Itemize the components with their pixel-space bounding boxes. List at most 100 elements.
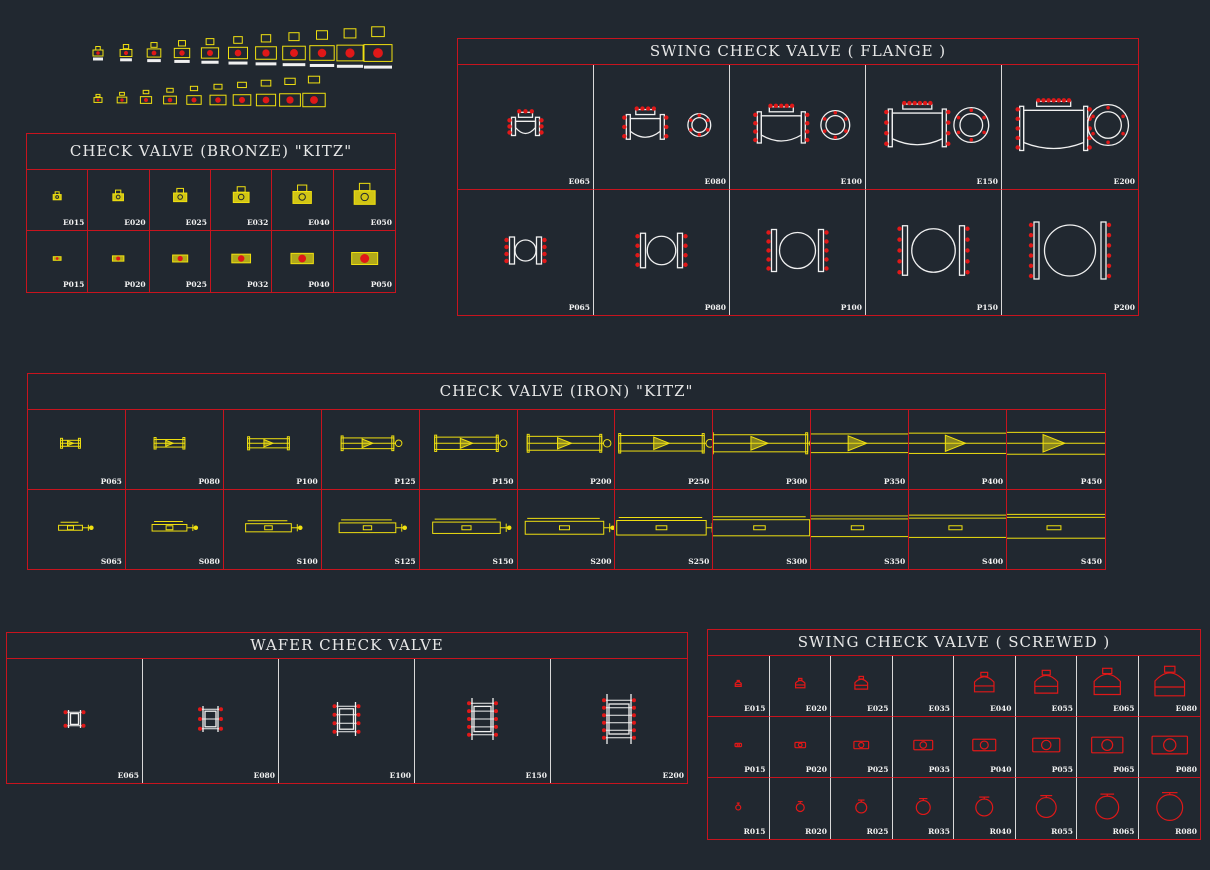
valve-symbol: [198, 706, 223, 732]
valve-code: R065: [1112, 827, 1135, 836]
valve-code: E065: [1113, 704, 1135, 713]
valve-symbol: [855, 799, 868, 814]
valve-symbol: [884, 100, 990, 148]
valve-symbol: [524, 517, 615, 535]
valve-code: E025: [185, 218, 207, 227]
valve-symbol: [793, 741, 806, 749]
valve-cell: E015: [27, 170, 89, 231]
valve-symbol: [63, 710, 86, 728]
valve-symbol: [112, 255, 125, 262]
valve-symbol: [915, 797, 931, 816]
valve-cell: S065: [28, 489, 126, 569]
valve-symbol: [232, 186, 250, 204]
valve-cell: P015: [708, 717, 770, 778]
valve-symbol: [1155, 792, 1183, 821]
valve-symbol: [467, 698, 498, 740]
valve-symbol: [526, 433, 611, 453]
valve-symbol: [753, 103, 851, 144]
valve-code: P080: [198, 476, 220, 486]
valve-cell: E020: [769, 656, 831, 717]
valve-code: P025: [185, 280, 207, 289]
valve-cell: S450: [1007, 490, 1105, 570]
valve-symbol: [1028, 221, 1112, 280]
valve-code: E080: [1175, 704, 1197, 713]
valve-symbol: [340, 435, 403, 452]
valve-cell: P080: [125, 410, 224, 490]
valve-code: E150: [525, 771, 547, 780]
valve-symbol: [975, 796, 994, 817]
valve-code: R035: [928, 827, 950, 836]
valve-symbol: [292, 184, 313, 204]
valve-code: S125: [394, 557, 416, 566]
valve-cell: P080: [594, 190, 730, 315]
bronze-check-valve-table: CHECK VALVE (BRONZE) "KITZ" E015 E020 E0…: [26, 133, 396, 293]
valve-code: E200: [1113, 177, 1135, 186]
valve-code: E020: [124, 218, 146, 227]
valve-symbol: [231, 253, 252, 264]
valve-code: E050: [370, 218, 392, 227]
valve-code: E032: [246, 218, 269, 227]
valve-code: P065: [568, 303, 590, 312]
valve-symbol: [171, 254, 188, 263]
valve-cell: E065: [1077, 656, 1139, 717]
valve-symbol: [735, 802, 742, 811]
valve-symbol: [734, 679, 742, 687]
valve-code: P020: [805, 765, 827, 774]
valve-code: P020: [124, 280, 146, 289]
valve-code: E150: [976, 177, 998, 186]
valve-code: P125: [394, 476, 416, 486]
valve-cell: E200: [1002, 65, 1138, 190]
valve-code: E040: [990, 704, 1012, 713]
valve-code: R080: [1175, 827, 1197, 836]
valve-code: R015: [743, 827, 766, 836]
valve-symbol: [112, 189, 125, 202]
valve-symbol: [52, 191, 62, 201]
valve-symbol: [1150, 735, 1188, 755]
valve-symbol: [332, 702, 361, 736]
valve-cell: R080: [1139, 778, 1201, 839]
screwed-table-title: SWING CHECK VALVE ( SCREWED ): [708, 630, 1200, 656]
bronze-table-title: CHECK VALVE (BRONZE) "KITZ": [27, 134, 395, 170]
valve-cell: S150: [420, 489, 518, 569]
valve-code: P400: [981, 476, 1004, 486]
valve-cell: E080: [594, 65, 730, 190]
valve-code: P032: [247, 280, 269, 289]
valve-code: P350: [883, 476, 906, 486]
valve-cell: P025: [831, 717, 893, 778]
valve-symbol: [338, 518, 407, 533]
valve-cell: E025: [149, 170, 211, 231]
valve-code: P150: [492, 476, 514, 486]
valve-cell: R040: [954, 778, 1016, 839]
valve-symbol: [290, 252, 315, 265]
valve-cell: P040: [272, 231, 334, 292]
valve-cell: S100: [224, 489, 322, 569]
valve-symbol: [1007, 431, 1105, 455]
valve-cell: S125: [322, 489, 420, 569]
wafer-grid: E065 E080 E100: [7, 659, 687, 783]
swing-check-flange-table: SWING CHECK VALVE ( FLANGE ) E065 E080 E…: [457, 38, 1139, 316]
valve-symbol: [433, 434, 508, 452]
valve-symbol: [973, 671, 995, 693]
valve-cell: P100: [730, 190, 866, 315]
valve-symbol: [811, 433, 909, 454]
valve-cell: P020: [769, 717, 831, 778]
valve-code: S080: [198, 557, 220, 566]
valve-symbol: [1007, 513, 1105, 539]
valve-symbol: [854, 675, 869, 690]
valve-code: E080: [704, 177, 726, 186]
valve-cell: S200: [518, 489, 616, 569]
valve-symbol: [1033, 669, 1058, 694]
iron-check-valve-table: CHECK VALVE (IRON) "KITZ" P065 P080 P100…: [27, 373, 1106, 570]
valve-cell: E065: [7, 659, 143, 783]
flange-table-title: SWING CHECK VALVE ( FLANGE ): [458, 39, 1138, 65]
valve-cell: E065: [458, 65, 594, 190]
valve-symbol: [244, 519, 303, 532]
valve-cell: R035: [893, 778, 954, 839]
valve-cell: P400: [909, 410, 1008, 490]
valve-code: R040: [989, 827, 1012, 836]
valve-cell: P035: [892, 717, 954, 778]
valve-cell: E100: [279, 659, 415, 783]
valve-cell: P065: [28, 410, 126, 490]
valve-code: R055: [1051, 827, 1073, 836]
valve-symbol: [246, 436, 290, 451]
